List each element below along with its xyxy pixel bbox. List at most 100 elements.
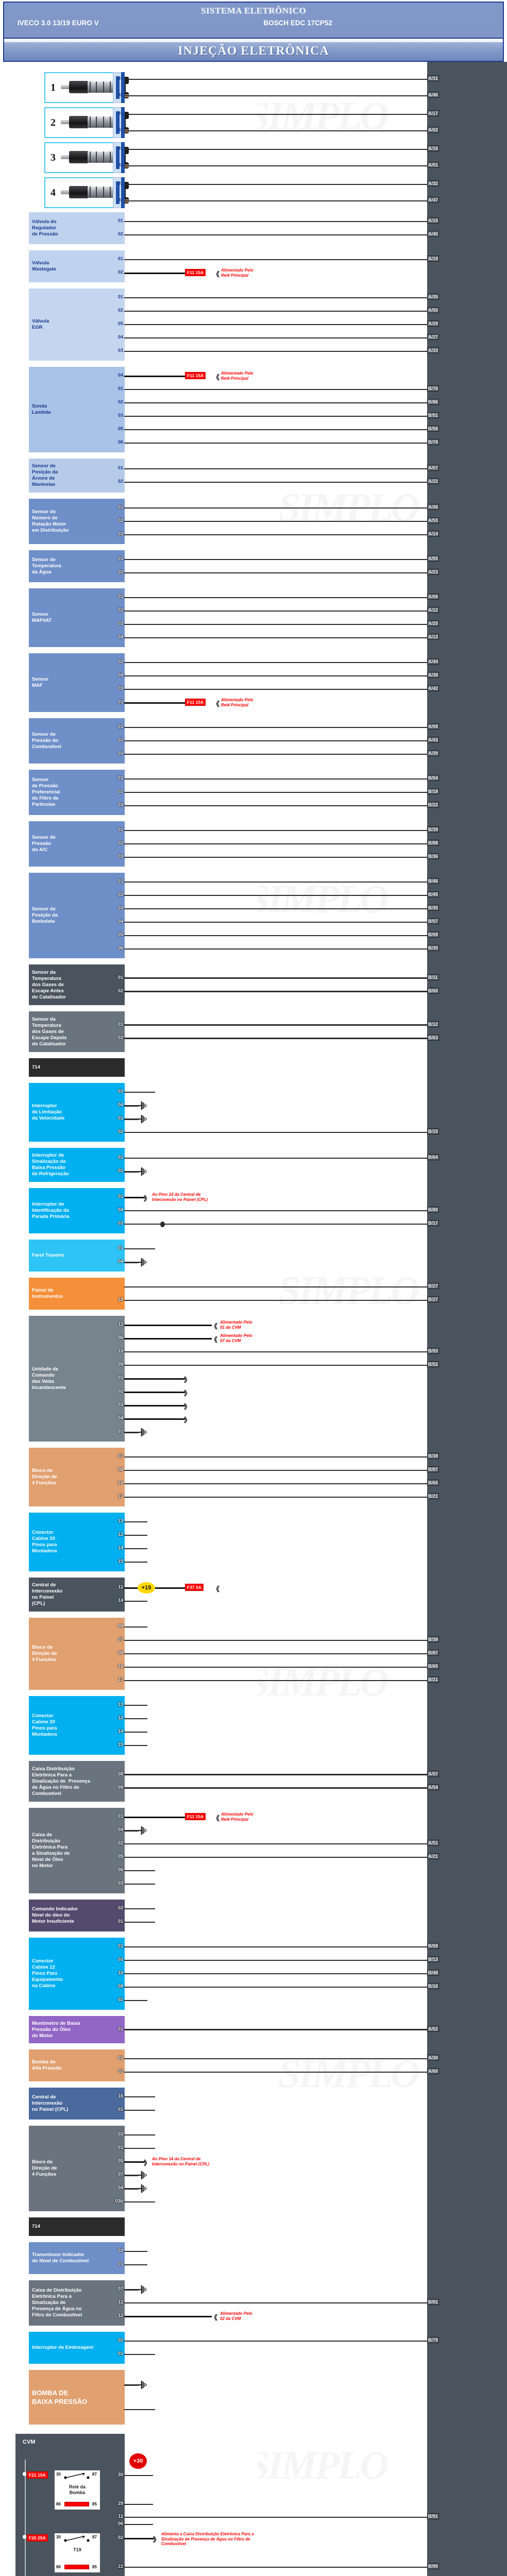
- watermark-text: SIMPLO: [258, 93, 389, 138]
- wire: [124, 791, 427, 793]
- pin-number: 07: [117, 1429, 123, 1434]
- wire: [124, 2409, 155, 2411]
- relay-fuse: F21 15A: [27, 2471, 48, 2479]
- pin-number: 02: [117, 231, 123, 236]
- block-wg: Válvula Wastegate: [29, 250, 124, 282]
- wire: [124, 1959, 427, 1961]
- block-tab: [121, 2016, 125, 2043]
- wire: [124, 1774, 427, 1775]
- cvm-out-pin: 02: [117, 2535, 123, 2540]
- ecu-pin-label: A/43: [427, 737, 440, 743]
- pin-number: 03: [117, 413, 123, 418]
- ecu-pin-label: B/27: [427, 1296, 440, 1302]
- wire: [124, 1091, 155, 1093]
- pin-number: 01: [117, 256, 123, 261]
- block-tab: [121, 1316, 125, 1442]
- block-egt2: Sensor da Temperatura dos Gases de Escap…: [29, 1011, 124, 1052]
- block-fps: Sensor de Pressão do Combustível: [29, 718, 124, 764]
- ground-symbol: [138, 2184, 148, 2196]
- pin-number: 07: [117, 1453, 123, 1459]
- pin-number: 04: [117, 1259, 123, 1264]
- pin-number: 02: [117, 92, 123, 97]
- block-tab: [121, 821, 125, 867]
- ecu-pin-label: A/08: [427, 723, 440, 730]
- wire: [124, 297, 427, 299]
- wire: [124, 881, 427, 883]
- wire: [124, 843, 427, 845]
- pin-number: 06: [117, 439, 123, 445]
- ecu-pin-label: A/15: [427, 217, 440, 224]
- block-tab: [121, 1696, 125, 1755]
- pin-number: 01: [117, 974, 123, 980]
- pin-number: 06: [117, 1867, 123, 1872]
- wire: [124, 572, 427, 574]
- pin-number: 02: [117, 479, 123, 484]
- ecu-pin-label: B/54: [427, 775, 440, 781]
- wire: [124, 442, 427, 444]
- ecu-pin-label: A/35: [427, 294, 440, 300]
- pin-number: 04: [117, 1102, 123, 1107]
- wire: [124, 1787, 427, 1789]
- pin-number: 04: [117, 1415, 123, 1420]
- wire: [124, 481, 427, 483]
- wire: [124, 1639, 427, 1641]
- pin-number: 01: [117, 294, 123, 299]
- pin-number: 02: [117, 1997, 123, 2002]
- wire: [124, 2071, 427, 2073]
- feed-arrow-icon: 《: [213, 700, 220, 708]
- wire: [124, 1262, 139, 1263]
- ground-symbol: [138, 1428, 148, 1439]
- wire: [124, 2264, 147, 2266]
- wire: [124, 935, 427, 937]
- out-arrow-icon: 》: [184, 1376, 191, 1384]
- ecu-pin-label: A/39: [427, 750, 440, 756]
- relay-coil: [64, 2565, 89, 2569]
- wire: [124, 702, 186, 704]
- pin-number: 16: [117, 1480, 123, 1485]
- block-tab: [121, 1900, 125, 1931]
- pin-number: 08: [117, 1771, 123, 1776]
- ecu-pin-label: B/15: [427, 1128, 440, 1134]
- ecu-pin-label: A/22: [427, 478, 440, 484]
- ecu-pin-label: A/13: [427, 634, 440, 640]
- wire: [124, 272, 186, 274]
- pin-number: 03: [117, 1957, 123, 1962]
- block-tab: [121, 873, 125, 958]
- ecu-pin-label: B/80: [427, 1207, 440, 1213]
- ecu-pin-label: A/57: [427, 1770, 440, 1777]
- relay-fuse: F20 25A: [27, 2534, 48, 2541]
- pin-number: 02: [117, 1129, 123, 1134]
- wire: [124, 1883, 155, 1885]
- ecu-pin-label: B/38: [427, 1453, 440, 1459]
- wire: [124, 1391, 185, 1393]
- wire: [124, 1483, 427, 1485]
- wire: [124, 1248, 155, 1250]
- feed-arrow-icon: 《: [213, 374, 220, 381]
- pin-number: 01: [117, 699, 123, 704]
- pin-number: 02: [117, 1840, 123, 1845]
- pin-number: 01: [117, 1115, 123, 1121]
- pin-number: 09: [117, 1362, 123, 1367]
- pin-number: 03: [117, 1880, 123, 1886]
- injector-number: 1: [50, 81, 56, 93]
- rail-tap-dot: [23, 2472, 26, 2476]
- ecu-pin-label: B/39: [427, 826, 440, 833]
- wire: [124, 991, 427, 992]
- pin-number: 10: [117, 1970, 123, 1975]
- watermark-text: SIMPLO: [278, 2051, 420, 2096]
- block-tab: [121, 212, 125, 244]
- pin-number: 01: [117, 2055, 123, 2060]
- ground-symbol: [138, 2285, 148, 2297]
- wire: [124, 2250, 147, 2252]
- pin-number: 13: [117, 1518, 123, 1523]
- pin-number: 02: [117, 1168, 123, 1173]
- ecu-pin-label: B/88: [427, 840, 440, 846]
- ecu-pin-label: B/64: [427, 1154, 440, 1160]
- fuse-note: Alimentado Pelo Relé Principal: [221, 1812, 254, 1822]
- ecu-pin-label: B/87: [427, 1650, 440, 1656]
- rail-tap-dot: [23, 2535, 26, 2539]
- header-banner: SISTEMA ELETRÔNICO IVECO 3.0 13/19 EURO …: [3, 2, 504, 39]
- wire: [124, 2523, 153, 2526]
- ecu-pin-label: B/90: [427, 2563, 440, 2569]
- pin-number: 01: [117, 2145, 123, 2150]
